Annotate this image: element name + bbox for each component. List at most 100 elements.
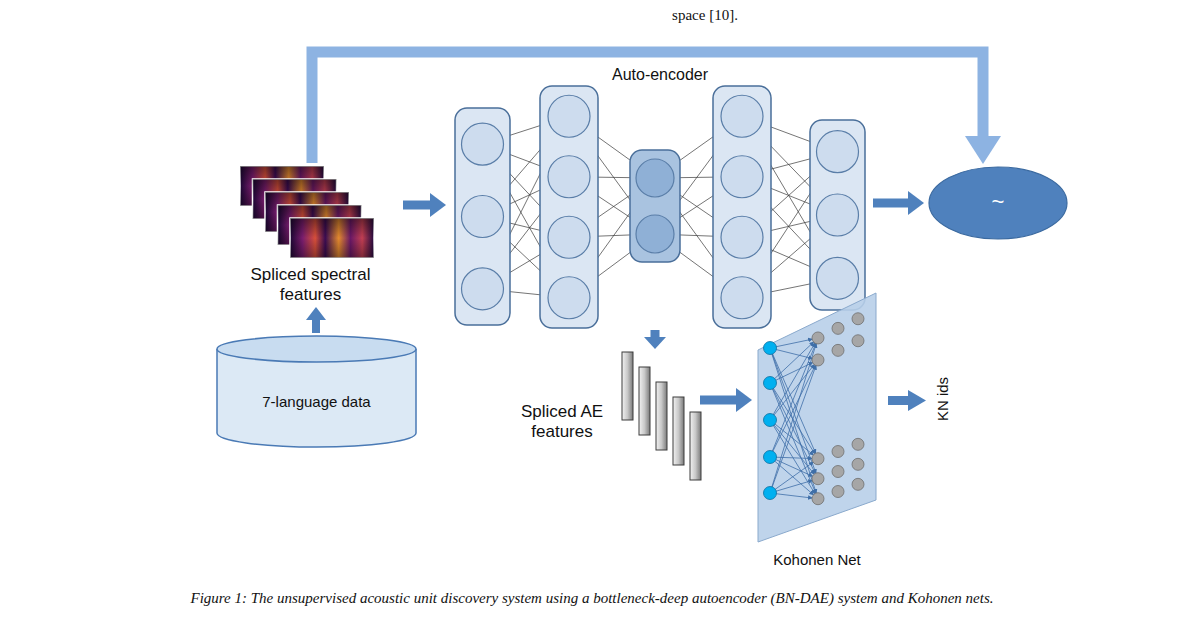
neuron-circle — [548, 156, 590, 198]
data-cylinder: 7-language data — [216, 335, 417, 447]
output-neuron — [832, 322, 844, 334]
neuron-circle — [721, 216, 763, 258]
spectrogram-shade — [290, 218, 374, 258]
neuron-circle — [462, 268, 504, 310]
kohonen-link — [770, 420, 813, 455]
feature-bar — [690, 412, 701, 480]
node-text: Spliced spectral features — [238, 265, 383, 305]
input-neuron — [764, 487, 777, 500]
neuron-circle — [721, 95, 763, 137]
output-neuron — [832, 446, 844, 458]
kohonen-link — [770, 365, 815, 457]
arrow-head — [644, 337, 666, 349]
arrow-shaft — [888, 396, 910, 405]
output-neuron — [812, 473, 824, 485]
neuron-circle — [636, 215, 674, 253]
neuron-circle — [636, 159, 674, 197]
arrow-shaft — [312, 319, 320, 333]
flow-arrow — [700, 388, 752, 412]
data-cylinder-shape — [216, 335, 417, 447]
kohonen-net-shape — [756, 291, 878, 569]
autoencoder-layers — [455, 86, 865, 328]
neuron-circle — [817, 194, 859, 236]
kohonen-net: Kohonen Net — [756, 291, 878, 569]
kohonen-link — [770, 344, 816, 457]
layer-box — [630, 150, 680, 262]
arrow-shaft — [403, 201, 431, 210]
output-neuron — [852, 458, 864, 470]
neuron-circle — [721, 156, 763, 198]
arrow-shaft — [873, 199, 909, 208]
arrow-head — [965, 136, 1001, 164]
arrow-shaft — [312, 52, 983, 163]
output-neuron — [852, 313, 864, 325]
ellipse-shape — [929, 167, 1067, 239]
ae-features: Spliced AE features — [510, 350, 700, 495]
output-neuron — [852, 438, 864, 450]
node-text: Auto-encoder — [452, 65, 868, 85]
node-text: ~ — [928, 190, 1068, 214]
text-label: space [10]. — [590, 6, 820, 24]
output-neuron — [812, 354, 824, 366]
neuron-circle — [548, 95, 590, 137]
flow-arrow — [403, 193, 446, 217]
feature-bar — [622, 352, 633, 420]
output-neuron — [832, 466, 844, 478]
arrow-head — [430, 193, 446, 217]
output-neuron — [852, 478, 864, 490]
output-neuron — [812, 453, 824, 465]
neuron-circle — [462, 196, 504, 238]
feature-bar — [639, 367, 650, 435]
neuron-circle — [817, 131, 859, 173]
output-neuron — [852, 335, 864, 347]
flow-arrow — [873, 191, 924, 215]
output-neuron — [832, 486, 844, 498]
kohonen-link — [770, 366, 816, 493]
spectrogram-frame — [290, 218, 374, 258]
arrow-head — [908, 191, 924, 215]
neuron-circle — [817, 257, 859, 299]
input-neuron — [764, 342, 777, 355]
kohonen-link — [770, 462, 813, 493]
node-text: 7-language data — [216, 393, 417, 411]
neuron-circle — [462, 123, 504, 165]
feature-bar — [656, 382, 667, 450]
kohonen-link — [770, 344, 816, 493]
spectral-features: Spliced spectral features — [238, 163, 383, 305]
layer-box — [713, 86, 771, 328]
output-neuron — [832, 344, 844, 356]
layer-box — [455, 108, 510, 325]
kohonen-link — [770, 363, 813, 383]
arrow-shaft — [651, 330, 660, 338]
text-label: KN ids — [934, 369, 952, 429]
flow-arrow — [644, 330, 666, 349]
input-neuron — [764, 414, 777, 427]
arrow-head — [306, 307, 326, 320]
cylinder-top — [217, 336, 416, 362]
autoencoder-group: Auto-encoder — [452, 64, 868, 330]
output-ellipse: ~ — [928, 166, 1068, 240]
kohonen-panel — [758, 293, 876, 542]
neuron-circle — [548, 277, 590, 319]
feature-bars — [622, 352, 701, 480]
output-arrow — [888, 390, 926, 411]
layer-box — [810, 120, 865, 310]
output-neuron — [812, 332, 824, 344]
output-neuron — [812, 493, 824, 505]
node-text: Kohonen Net — [736, 551, 898, 569]
node-text: Spliced AE features — [510, 402, 614, 442]
feature-bar — [673, 397, 684, 465]
arrow-head — [908, 390, 926, 411]
input-neuron — [764, 451, 777, 464]
arrow-shaft — [700, 396, 737, 405]
spectrogram-stack — [240, 166, 374, 258]
neuron-circle — [548, 216, 590, 258]
layer-box — [540, 86, 598, 328]
flow-arrow — [312, 52, 1001, 164]
arrow-head — [736, 388, 752, 412]
neuron-circle — [721, 277, 763, 319]
input-neuron — [764, 377, 777, 390]
figure-caption: Figure 1: The unsupervised acoustic unit… — [40, 589, 1144, 607]
